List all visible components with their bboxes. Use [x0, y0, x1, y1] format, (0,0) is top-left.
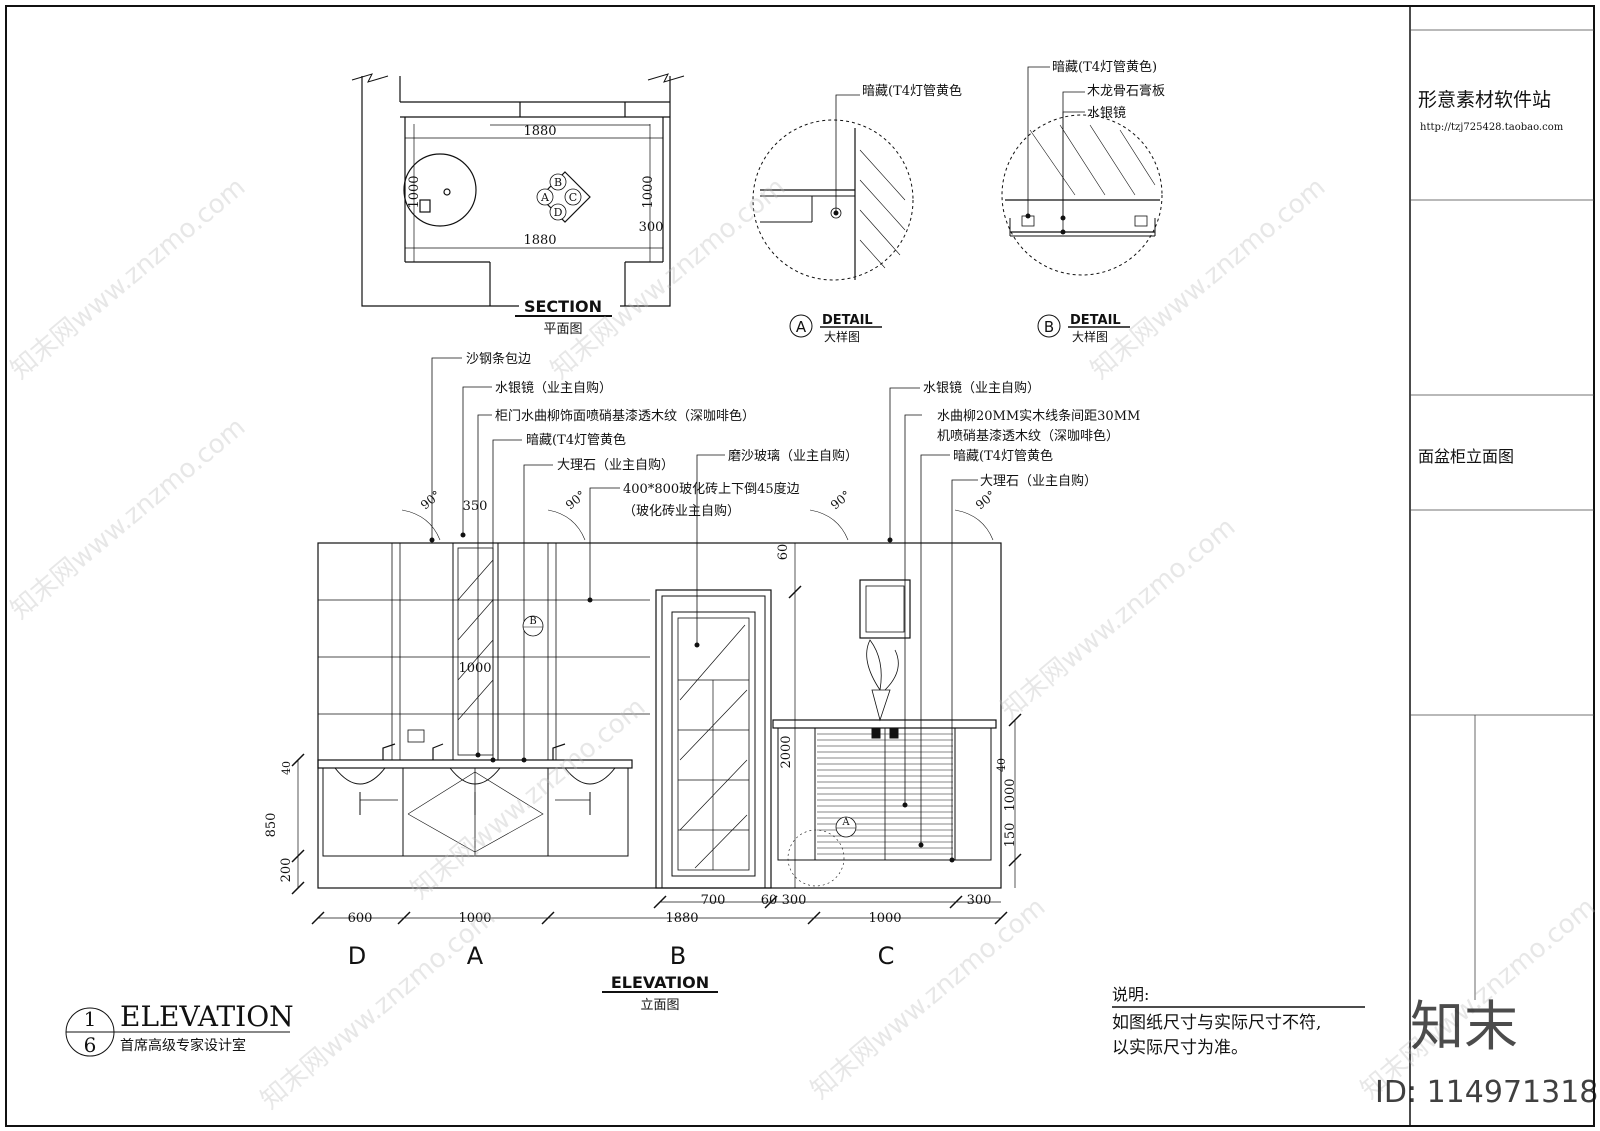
zone-a: A: [467, 942, 484, 970]
note-marble-right: 大理石（业主自购）: [980, 473, 1097, 489]
dim-40-right: 40: [995, 758, 1008, 772]
marker-a: A: [540, 191, 550, 204]
dim-1000-mirror: 1000: [458, 661, 491, 676]
sheet-label: 1 6 ELEVATION 首席高级专家设计室: [65, 1000, 294, 1057]
elevation-subtitle: 立面图: [640, 998, 679, 1013]
marker-b: B: [554, 176, 562, 189]
detail-a-drawing: [752, 94, 914, 281]
elevation-bubble-b: B: [529, 616, 536, 627]
note-sand-steel: 沙钢条包边: [466, 351, 531, 367]
zone-c: C: [878, 942, 895, 970]
notes-line-2: 以实际尺寸为准。: [1112, 1038, 1248, 1058]
dim-1000-right: 1000: [1003, 778, 1018, 811]
dim-ticks: [291, 585, 1022, 925]
section-subtitle: 平面图: [543, 322, 582, 337]
section-dim-300: 300: [639, 220, 664, 235]
zone-b: B: [670, 942, 686, 970]
sheet-label-subtitle: 首席高级专家设计室: [120, 1037, 246, 1054]
note-tile: 400*800玻化砖上下倒45度边: [623, 481, 800, 497]
angle-4: 90°: [973, 488, 998, 512]
sheet-border: [5, 5, 1595, 1127]
section-center-marker: B A C D: [536, 173, 582, 221]
dim-1880: 1880: [665, 911, 698, 926]
elevation-leaders: [431, 357, 978, 860]
watermark-id: ID: 1149713189: [1375, 1075, 1600, 1110]
cabinet-stripes: [817, 733, 953, 855]
detail-b-subtitle: 大样图: [1072, 329, 1108, 344]
company-name: 形意素材软件站: [1418, 89, 1551, 111]
watermark: 知末网www.znzmo.com 知末网www.znzmo.com 知末网www…: [5, 172, 1600, 1115]
detail-a-title: DETAIL: [822, 313, 873, 328]
section-dim-top: 1880: [523, 124, 556, 139]
elevation-bubble-a: A: [841, 817, 850, 828]
marker-d: D: [554, 206, 563, 219]
section-dim-right: 1000: [641, 175, 656, 208]
dim-40-left: 40: [280, 761, 293, 775]
detail-b-note-2: 木龙骨石膏板: [1087, 83, 1165, 99]
sheet-label-title: ELEVATION: [120, 1000, 294, 1033]
note-hidden-light-left: 暗藏(T4灯管黄色: [526, 432, 626, 448]
dim-150: 150: [1003, 823, 1018, 848]
detail-b-bubble: B: [1044, 318, 1054, 336]
elevation-title: ELEVATION: [611, 973, 709, 992]
dim-60: 60: [776, 544, 791, 561]
note-mirror-left: 水银镜（业主自购）: [495, 380, 612, 396]
watermark-text-4: 知末网www.znzmo.com: [5, 412, 251, 625]
dim-350: 350: [463, 499, 488, 514]
dim-850: 850: [264, 813, 279, 838]
note-hidden-light-right: 暗藏(T4灯管黄色: [953, 448, 1053, 464]
section-plan: [351, 73, 685, 307]
detail-a-note: 暗藏(T4灯管黄色: [862, 83, 962, 99]
angle-2: 90°: [563, 488, 588, 512]
dim-300-left: 300: [782, 893, 807, 908]
angle-arcs: [401, 509, 994, 541]
note-mirror-right: 水银镜（业主自购）: [923, 380, 1040, 396]
watermark-text-7: 知末网www.znzmo.com: [805, 892, 1051, 1105]
watermark-text-1: 知末网www.znzmo.com: [5, 172, 251, 385]
note-solid-wood-1: 水曲柳20MM实木线条间距30MM: [937, 408, 1140, 424]
marker-c: C: [569, 191, 577, 204]
notes-heading: 说明:: [1112, 985, 1149, 1004]
angle-1: 90°: [418, 488, 443, 512]
dim-300-right: 300: [967, 893, 992, 908]
elevation-drawing: [297, 542, 1016, 919]
section-title: SECTION: [524, 297, 602, 316]
dim-200: 200: [279, 858, 294, 883]
watermark-text-3: 知末网www.znzmo.com: [1085, 172, 1331, 385]
detail-a-bubble: A: [796, 318, 807, 336]
zone-d: D: [348, 942, 366, 970]
angle-3: 90°: [828, 488, 853, 512]
dim-1000-c: 1000: [868, 911, 901, 926]
dim-60-bottom: 60: [761, 893, 778, 908]
elevation-leader-dots: [429, 532, 955, 863]
detail-b-drawing: [1001, 66, 1163, 276]
note-cabinet-door: 柜门水曲柳饰面喷硝基漆透木纹（深咖啡色）: [495, 408, 755, 424]
dim-2000: 2000: [779, 735, 794, 768]
general-notes: 说明: 如图纸尺寸与实际尺寸不符, 以实际尺寸为准。: [1112, 985, 1365, 1058]
watermark-text-5: 知末网www.znzmo.com: [405, 692, 651, 905]
watermark-logo: 知末: [1410, 995, 1518, 1058]
note-tile-owner: （玻化砖业主自购）: [623, 503, 740, 519]
detail-b-note-1: 暗藏(T4灯管黄色): [1052, 59, 1157, 75]
dim-600: 600: [348, 911, 373, 926]
detail-a-subtitle: 大样图: [824, 329, 860, 344]
section-dim-left: 1000: [407, 175, 422, 208]
notes-line-1: 如图纸尺寸与实际尺寸不符,: [1112, 1013, 1321, 1033]
section-dim-bottom: 1880: [523, 233, 556, 248]
note-frosted-glass: 磨沙玻璃（业主自购）: [728, 448, 858, 464]
drawing-name: 面盆柜立面图: [1418, 447, 1514, 466]
dim-1000-a: 1000: [458, 911, 491, 926]
sheet-number-top: 1: [84, 1007, 97, 1031]
note-solid-wood-2: 机喷硝基漆透木纹（深咖啡色）: [937, 428, 1119, 444]
watermark-text-6: 知末网www.znzmo.com: [995, 512, 1241, 725]
sheet-number-bottom: 6: [84, 1033, 97, 1057]
note-marble-left: 大理石（业主自购）: [557, 457, 674, 473]
company-url: http://tzj725428.taobao.com: [1420, 122, 1564, 133]
detail-b-title: DETAIL: [1070, 313, 1121, 328]
dim-700: 700: [701, 893, 726, 908]
detail-b-note-3: 水银镜: [1087, 106, 1126, 121]
title-block: 形意素材软件站 http://tzj725428.taobao.com 面盆柜立…: [1410, 29, 1594, 1000]
